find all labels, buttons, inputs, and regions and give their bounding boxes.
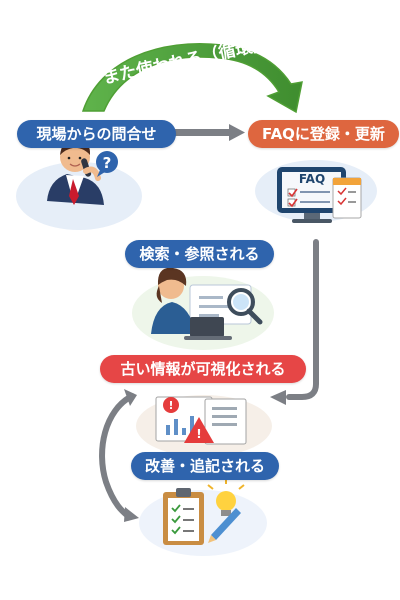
horizontal-flow-arrow: [165, 124, 245, 141]
faq-register-label: FAQに登録・更新: [248, 120, 399, 148]
pencil-icon: [208, 508, 241, 543]
cycle-arrow: [81, 43, 303, 114]
lightbulb-icon: [207, 478, 245, 516]
alert-report-icon: ! !: [155, 396, 247, 445]
inquiry-label: 現場からの問合せ: [17, 120, 176, 148]
faq-screen-text: FAQ: [299, 172, 325, 186]
visualize-improve-loop-arrow: [99, 393, 135, 519]
svg-text:!: !: [196, 427, 201, 441]
question-bubble-icon: ?: [96, 151, 118, 177]
loop-down-arrowhead: [124, 507, 139, 522]
improvement-checklist-icon: [163, 488, 204, 545]
svg-text:?: ?: [103, 154, 112, 172]
faq-monitor-icon: FAQ: [277, 167, 346, 223]
faq-to-visual-flow-arrow: [286, 239, 319, 400]
loop-up-arrowhead: [124, 389, 137, 406]
search-label: 検索・参照される: [125, 240, 274, 268]
svg-text:!: !: [168, 399, 173, 412]
search-person-icon: [151, 267, 263, 340]
visualize-label: 古い情報が可視化される: [100, 355, 306, 383]
checklist-document-icon: [332, 177, 362, 219]
improve-label: 改善・追記される: [131, 452, 279, 480]
faq-to-visual-arrowhead: [270, 390, 286, 405]
